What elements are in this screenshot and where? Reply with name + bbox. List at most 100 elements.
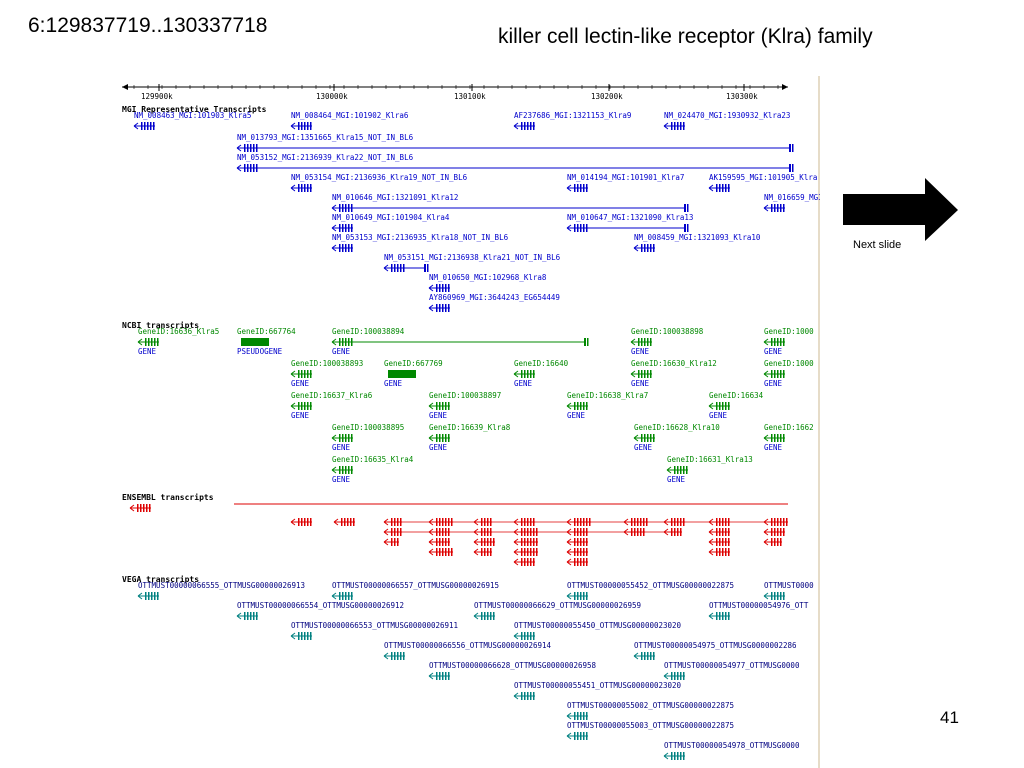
ruler-tick-label: 130300k <box>726 92 758 101</box>
next-slide-arrow-icon[interactable] <box>843 178 959 242</box>
page-number: 41 <box>940 708 959 727</box>
gene-model-glyph[interactable] <box>383 538 399 546</box>
feature-label: OTTMUST00000055450_OTTMUSG00000023020 <box>514 621 682 630</box>
gene-block[interactable] <box>241 338 269 346</box>
gene-model-glyph[interactable] <box>331 204 353 212</box>
gene-model-glyph[interactable] <box>513 548 538 556</box>
gene-model-glyph[interactable] <box>763 434 785 442</box>
gene-model-glyph[interactable] <box>566 732 588 740</box>
gene-model-glyph[interactable] <box>137 338 159 346</box>
gene-model-glyph[interactable] <box>708 612 730 620</box>
gene-model-glyph[interactable] <box>133 122 155 130</box>
gene-model-glyph[interactable] <box>763 338 785 346</box>
gene-model-glyph[interactable] <box>331 338 353 346</box>
feature-label: NM_016659_MGI <box>764 193 820 202</box>
gene-model-glyph[interactable] <box>763 592 785 600</box>
gene-model-glyph[interactable] <box>513 558 535 566</box>
gene-model-glyph[interactable] <box>137 592 159 600</box>
feature-label: GeneID:1000 <box>764 327 814 336</box>
gene-model-glyph[interactable] <box>666 466 688 474</box>
gene-model-glyph[interactable] <box>290 184 312 192</box>
feature-label: GeneID:16638_Klra7 <box>567 391 648 400</box>
gene-model-glyph[interactable] <box>566 592 588 600</box>
gene-model-glyph[interactable] <box>663 528 682 536</box>
feature-type-label: GENE <box>291 379 310 388</box>
gene-model-glyph[interactable] <box>428 672 450 680</box>
gene-model-glyph[interactable] <box>290 632 312 640</box>
gene-model-glyph[interactable] <box>763 204 785 212</box>
feature-label: GeneID:667769 <box>384 359 443 368</box>
next-slide-label[interactable]: Next slide <box>853 239 902 251</box>
gene-model-glyph[interactable] <box>663 122 685 130</box>
gene-model-glyph[interactable] <box>630 338 652 346</box>
gene-model-glyph[interactable] <box>331 224 353 232</box>
gene-model-glyph[interactable] <box>290 122 312 130</box>
gene-model-glyph[interactable] <box>763 528 785 536</box>
feature-label: OTTMUST00000054976_OTT <box>709 601 809 610</box>
gene-model-glyph[interactable] <box>566 548 588 556</box>
feature-type-label: GENE <box>384 379 403 388</box>
gene-model-glyph[interactable] <box>290 370 312 378</box>
gene-model-glyph[interactable] <box>513 692 535 700</box>
gene-block[interactable] <box>388 370 416 378</box>
feature-label: GeneID:1662 <box>764 423 814 432</box>
gene-model-glyph[interactable] <box>473 548 492 556</box>
gene-model-glyph[interactable] <box>290 518 312 526</box>
gene-model-glyph[interactable] <box>290 402 312 410</box>
gene-model-glyph[interactable] <box>428 402 450 410</box>
gene-model-glyph[interactable] <box>566 538 588 546</box>
gene-model-glyph[interactable] <box>331 592 353 600</box>
gene-model-glyph[interactable] <box>566 558 588 566</box>
gene-model-glyph[interactable] <box>566 184 588 192</box>
gene-model-glyph[interactable] <box>236 612 258 620</box>
gene-model-glyph[interactable] <box>708 538 730 546</box>
gene-model-glyph[interactable] <box>236 144 258 152</box>
gene-model-glyph[interactable] <box>513 370 535 378</box>
gene-model-glyph[interactable] <box>513 632 535 640</box>
gene-model-glyph[interactable] <box>428 538 450 546</box>
gene-model-glyph[interactable] <box>566 712 588 720</box>
feature-type-label: GENE <box>567 411 586 420</box>
gene-model-glyph[interactable] <box>566 224 588 232</box>
gene-model-glyph[interactable] <box>333 518 355 526</box>
gene-model-glyph[interactable] <box>473 612 495 620</box>
gene-model-glyph[interactable] <box>331 466 353 474</box>
feature-label: NM_053152_MGI:2136939_Klra22_NOT_IN_BL6 <box>237 153 414 162</box>
feature-label: AK159595_MGI:101905_Klra <box>709 173 817 182</box>
gene-model-glyph[interactable] <box>630 370 652 378</box>
feature-label: OTTMUST00000054978_OTTMUSG0000 <box>664 741 800 750</box>
gene-model-glyph[interactable] <box>513 122 535 130</box>
feature-type-label: GENE <box>709 411 728 420</box>
gene-model-glyph[interactable] <box>428 548 453 556</box>
gene-model-glyph[interactable] <box>566 402 588 410</box>
gene-model-glyph[interactable] <box>513 538 538 546</box>
gene-model-glyph[interactable] <box>708 402 730 410</box>
feature-label: OTTMUST00000054977_OTTMUSG0000 <box>664 661 800 670</box>
gene-model-glyph[interactable] <box>383 652 405 660</box>
genomic-coordinates: 6:129837719..130337718 <box>28 14 268 37</box>
gene-model-glyph[interactable] <box>428 304 450 312</box>
gene-model-glyph[interactable] <box>236 164 258 172</box>
gene-model-glyph[interactable] <box>708 528 730 536</box>
gene-model-glyph[interactable] <box>331 434 353 442</box>
gene-model-glyph[interactable] <box>633 652 655 660</box>
gene-model-glyph[interactable] <box>763 370 785 378</box>
gene-model-glyph[interactable] <box>633 434 655 442</box>
gene-model-glyph[interactable] <box>428 434 450 442</box>
gene-model-glyph[interactable] <box>331 244 353 252</box>
feature-label: OTTMUST00000066557_OTTMUSG00000026915 <box>332 581 499 590</box>
gene-model-glyph[interactable] <box>763 538 782 546</box>
gene-model-glyph[interactable] <box>129 504 151 512</box>
feature-label: NM_010646_MGI:1321091_Klra12 <box>332 193 458 202</box>
gene-model-glyph[interactable] <box>663 672 685 680</box>
gene-model-glyph[interactable] <box>708 548 730 556</box>
feature-label: OTTMUST00000055452_OTTMUSG00000022875 <box>567 581 734 590</box>
gene-model-glyph[interactable] <box>708 184 730 192</box>
gene-model-glyph[interactable] <box>473 538 495 546</box>
gene-model-glyph[interactable] <box>428 284 450 292</box>
feature-label: AF237686_MGI:1321153_Klra9 <box>514 111 631 120</box>
gene-model-glyph[interactable] <box>633 244 655 252</box>
gene-model-glyph[interactable] <box>663 752 685 760</box>
gene-model-glyph[interactable] <box>383 264 405 272</box>
